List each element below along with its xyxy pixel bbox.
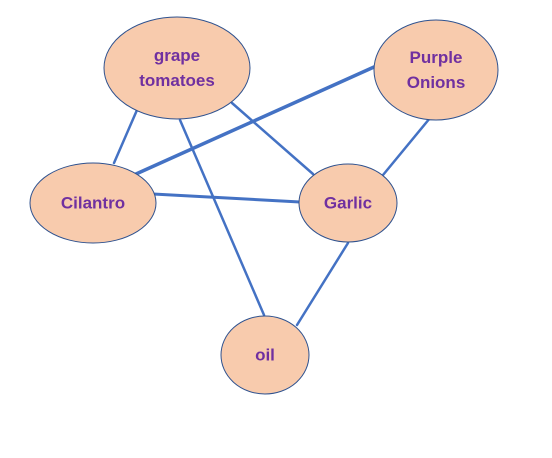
- node-onions-label: Onions: [407, 73, 466, 92]
- node-garlic: Garlic: [298, 163, 398, 243]
- node-cilantro: Cilantro: [29, 162, 157, 244]
- edge-grape-oil: [178, 118, 266, 317]
- edge-onions-cilantro: [134, 65, 376, 176]
- edges-layer: [112, 65, 432, 327]
- node-cilantro-label: Cilantro: [61, 194, 125, 213]
- edge-garlic-oil: [295, 241, 350, 327]
- node-oil: oil: [220, 315, 310, 395]
- edge-cilantro-garlic: [151, 192, 302, 204]
- node-grape-label: grape: [154, 46, 200, 65]
- edge-onions-garlic: [381, 116, 432, 177]
- node-onions-shape: [373, 19, 499, 121]
- node-grape: grape tomatoes: [103, 16, 251, 120]
- node-oil-label: oil: [255, 346, 275, 365]
- node-onions-label: Purple: [410, 48, 463, 67]
- node-garlic-shape: [298, 163, 398, 243]
- node-grape-shape: [103, 16, 251, 120]
- edge-grape-garlic: [230, 101, 315, 176]
- node-grape-label: tomatoes: [139, 71, 215, 90]
- node-oil-shape: [220, 315, 310, 395]
- edge-grape-cilantro: [112, 108, 139, 165]
- node-cilantro-shape: [29, 162, 157, 244]
- node-garlic-label: Garlic: [324, 194, 372, 213]
